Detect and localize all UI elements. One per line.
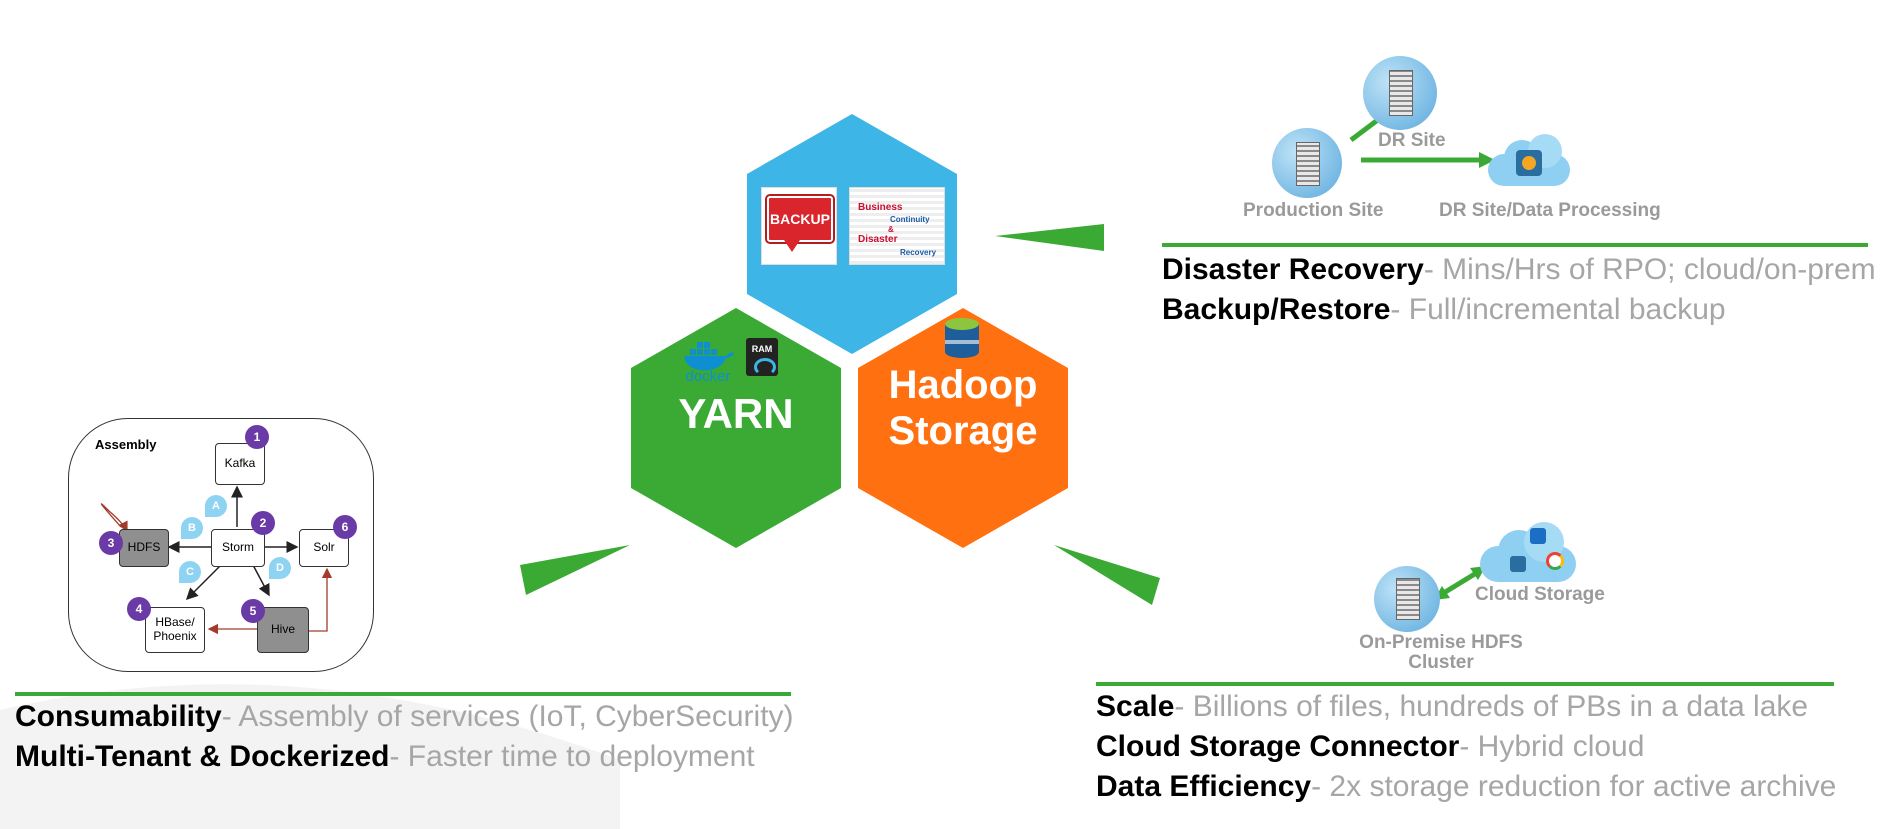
yarn-hexagon — [631, 308, 841, 548]
backup-sign-icon: BACKUP — [761, 187, 837, 265]
onprem-label-line2: Cluster — [1408, 652, 1474, 673]
dr-item-key: Backup/Restore — [1162, 293, 1391, 326]
production-server-icon — [1272, 128, 1342, 198]
assembly-diagram: Assembly Kafka Storm HDFS Solr HBase/ Ph… — [68, 418, 374, 672]
badge-5: 5 — [241, 599, 265, 623]
bc-word-recovery: Recovery — [900, 248, 937, 257]
dr-processing-label: DR Site/Data Processing — [1439, 200, 1661, 221]
yarn-label: YARN — [678, 390, 794, 437]
assembly-item-key: Multi-Tenant & Dockerized — [15, 740, 390, 773]
hadoop-storage-hexagon — [858, 308, 1068, 548]
bc-word-continuity: Continuity — [890, 215, 930, 224]
pointer-to-dr — [995, 224, 1104, 251]
storage-item-scale: Scale- Billions of files, hundreds of PB… — [1096, 687, 1836, 727]
assembly-item-desc: - Faster time to deployment — [389, 740, 755, 773]
bc-word-business: Business — [858, 202, 903, 213]
storm-node: Storm — [211, 529, 265, 567]
badge-1: 1 — [245, 425, 269, 449]
cloud-storage-label: Cloud Storage — [1475, 584, 1605, 605]
dr-cloud-icon — [1488, 134, 1570, 186]
phoenix-line: Phoenix — [153, 629, 197, 643]
onprem-label-line1: On-Premise HDFS — [1359, 632, 1523, 653]
storage-item-connector: Cloud Storage Connector- Hybrid cloud — [1096, 727, 1836, 767]
dr-item-backup-restore: Backup/Restore- Full/incremental backup — [1162, 290, 1876, 330]
production-site-label: Production Site — [1243, 200, 1384, 221]
badge-4: 4 — [127, 597, 151, 621]
cloud-storage-icon — [1480, 522, 1576, 584]
bc-word-disaster: Disaster — [858, 234, 898, 245]
bc-word-ampersand: & — [888, 225, 894, 234]
storage-item-desc: - Billions of files, hundreds of PBs in … — [1174, 690, 1809, 723]
onprem-hdfs-server-icon — [1374, 566, 1440, 632]
ram-label: RAM — [751, 344, 773, 354]
storage-item-key: Scale — [1096, 690, 1175, 723]
hadoop-label-line1: Hadoop — [888, 363, 1038, 407]
badge-3: 3 — [99, 531, 123, 555]
assembly-item-key: Consumability — [15, 700, 222, 733]
dr-item-key: Disaster Recovery — [1162, 253, 1424, 286]
assembly-title: Assembly — [95, 437, 157, 452]
business-continuity-icon: Business Continuity & Disaster Recovery — [849, 187, 945, 265]
assembly-item-consumability: Consumability- Assembly of services (IoT… — [15, 697, 794, 737]
storage-divider — [1096, 682, 1834, 686]
assembly-item-desc: - Assembly of services (IoT, CyberSecuri… — [221, 700, 794, 733]
hdfs-node: HDFS — [119, 529, 169, 567]
database-icon — [945, 316, 979, 364]
hexagon-cluster — [631, 114, 1068, 548]
dr-text-block: Disaster Recovery- Mins/Hrs of RPO; clou… — [1162, 250, 1876, 330]
dr-site-server-icon — [1363, 56, 1437, 130]
assembly-item-multitenant: Multi-Tenant & Dockerized- Faster time t… — [15, 737, 794, 777]
storage-item-key: Cloud Storage Connector — [1096, 730, 1460, 763]
storage-item-desc: - Hybrid cloud — [1459, 730, 1645, 763]
dr-divider — [1162, 243, 1868, 247]
pin-c: C — [179, 561, 201, 583]
badge-2: 2 — [251, 511, 275, 535]
storage-text-block: Scale- Billions of files, hundreds of PB… — [1096, 687, 1836, 807]
storage-item-efficiency: Data Efficiency- 2x storage reduction fo… — [1096, 767, 1836, 807]
assembly-divider — [15, 692, 791, 696]
docker-wordmark: docker — [685, 368, 731, 385]
hbase-phoenix-node: HBase/ Phoenix — [145, 607, 205, 653]
docker-icon: docker — [680, 338, 736, 385]
kafka-node: Kafka — [215, 443, 265, 485]
pointer-to-storage — [1054, 545, 1160, 605]
pin-b: B — [181, 517, 203, 539]
dr-item-desc: - Mins/Hrs of RPO; cloud/on-prem — [1423, 253, 1876, 286]
pin-d: D — [269, 557, 291, 579]
badge-6: 6 — [333, 515, 357, 539]
dr-item-desc: - Full/incremental backup — [1390, 293, 1726, 326]
dr-site-label: DR Site — [1378, 130, 1446, 151]
solr-node: Solr — [299, 529, 349, 567]
pin-a: A — [205, 495, 227, 517]
storage-item-key: Data Efficiency — [1096, 770, 1312, 803]
backup-sign-label: BACKUP — [767, 196, 833, 242]
ram-chip-icon: RAM — [742, 334, 782, 380]
hive-node: Hive — [257, 607, 309, 653]
assembly-connectors — [100, 485, 333, 635]
assembly-text-block: Consumability- Assembly of services (IoT… — [15, 697, 794, 777]
storage-item-desc: - 2x storage reduction for active archiv… — [1311, 770, 1837, 803]
pointer-to-assembly — [520, 545, 630, 595]
hbase-line: HBase/ — [155, 615, 195, 630]
hadoop-label-line2: Storage — [888, 409, 1038, 453]
dr-item-disaster-recovery: Disaster Recovery- Mins/Hrs of RPO; clou… — [1162, 250, 1876, 290]
